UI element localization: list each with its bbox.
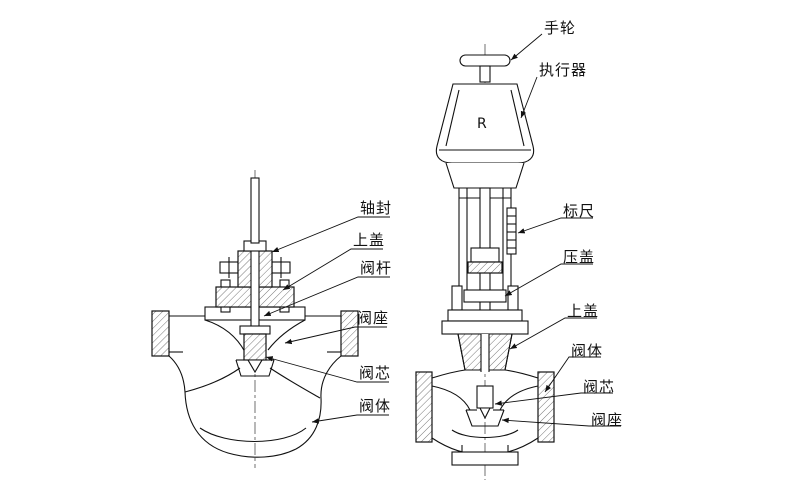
valve-stem-left [243, 177, 267, 334]
valve-plug-right [476, 385, 494, 420]
leader-seat-left [284, 326, 387, 345]
label-stem-left: 阀杆 [360, 259, 393, 277]
valve-plug-left [239, 325, 271, 374]
leader-seat-right [501, 417, 621, 427]
leader-actuator [520, 76, 538, 119]
label-plug-right: 阀芯 [583, 378, 616, 396]
leader-gland [504, 263, 593, 297]
label-scale: 标尺 [563, 202, 596, 220]
outlet-flange-left [305, 310, 359, 357]
actuator-bracket [445, 162, 525, 189]
actuator-mark: R [477, 116, 487, 132]
valve-body-right [415, 369, 555, 466]
bonnet-flange-right [441, 309, 529, 335]
label-body-right: 阀体 [571, 342, 604, 360]
inlet-flange-left [151, 310, 205, 357]
leader-handwheel [510, 33, 543, 61]
label-actuator: 执行器 [539, 61, 588, 79]
leader-plug-right [494, 392, 613, 406]
label-handwheel: 手轮 [544, 19, 577, 37]
valve-body-left [168, 319, 342, 458]
leader-stem-left [263, 276, 390, 317]
leader-bonnet-left [282, 248, 383, 291]
travel-scale [506, 207, 517, 255]
label-shaft-seal: 轴封 [360, 199, 393, 217]
label-plug-left: 阀芯 [359, 364, 392, 382]
right-valve-drawing: R [415, 44, 555, 480]
bonnet-neck-right [457, 333, 513, 372]
valve-seat-right [465, 409, 505, 427]
label-gland: 压盖 [563, 248, 596, 266]
left-valve-drawing [151, 170, 359, 468]
label-body-left: 阀体 [359, 397, 392, 415]
leader-body-right [544, 356, 601, 393]
label-seat-left: 阀座 [357, 309, 390, 327]
leader-body-left [311, 414, 389, 424]
label-bonnet-left: 上盖 [353, 231, 386, 249]
handwheel [459, 54, 511, 83]
leader-bonnet-right [509, 317, 597, 350]
actuator-stem [467, 187, 503, 335]
leader-scale [517, 217, 593, 234]
label-seat-right: 阀座 [591, 411, 624, 429]
leader-shaft-seal [271, 216, 390, 253]
leader-lines [263, 33, 621, 427]
leader-plug-left [265, 356, 389, 383]
label-bonnet-right: 上盖 [567, 302, 600, 320]
